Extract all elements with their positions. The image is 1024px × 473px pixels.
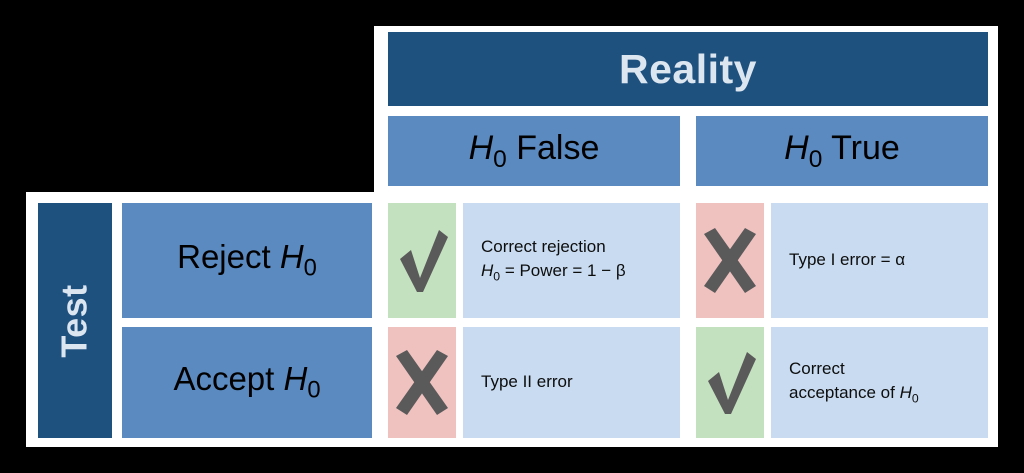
column-header-label: H0 False xyxy=(469,129,600,174)
row-header-subscript: 0 xyxy=(303,254,317,282)
cell-line-2-subscript: 0 xyxy=(911,391,919,406)
row-header-prefix: Reject xyxy=(177,238,280,276)
test-axis-header: Test xyxy=(38,203,112,438)
cell-correct-rejection: Correct rejection H0 = Power = 1 − β xyxy=(463,203,680,318)
cell-text: Type II error xyxy=(481,370,573,395)
cell-line-2-variable: H xyxy=(481,261,494,281)
column-header-label: H0 True xyxy=(784,129,900,174)
row-header-reject-h0: Reject H0 xyxy=(122,203,372,318)
row-header-variable: H xyxy=(283,360,308,398)
cell-text: Correct acceptance of H0 xyxy=(789,357,919,409)
column-header-variable: H xyxy=(468,128,494,167)
cell-type-ii-error: Type II error xyxy=(463,327,680,438)
column-header-suffix: True xyxy=(822,128,900,167)
cell-line-1: Type I error = α xyxy=(789,250,906,270)
cross-icon-panel-type-ii-error xyxy=(388,327,456,438)
cell-text: Type I error = α xyxy=(789,248,905,273)
cell-line-1: Correct xyxy=(789,358,845,378)
check-icon xyxy=(708,351,756,414)
column-header-variable: H xyxy=(784,128,809,167)
row-header-prefix: Accept xyxy=(173,360,284,398)
reality-axis-header: Reality xyxy=(388,32,988,106)
column-header-suffix: False xyxy=(506,128,600,167)
row-header-label: Accept H0 xyxy=(173,360,320,405)
row-header-accept-h0: Accept H0 xyxy=(122,327,372,438)
cell-type-i-error: Type I error = α xyxy=(771,203,988,318)
cell-line-2-prefix: acceptance of xyxy=(789,383,900,403)
cell-line-1: Type II error xyxy=(481,372,573,392)
cell-line-2-rest: = Power = 1 − β xyxy=(500,261,626,281)
cell-correct-acceptance: Correct acceptance of H0 xyxy=(771,327,988,438)
reality-axis-title: Reality xyxy=(619,45,757,92)
column-header-subscript: 0 xyxy=(808,145,823,173)
row-header-label: Reject H0 xyxy=(177,238,317,283)
cross-icon xyxy=(704,227,756,293)
cell-line-2-variable: H xyxy=(899,383,912,403)
check-icon xyxy=(400,229,448,292)
cell-line-1: Correct rejection xyxy=(481,236,606,256)
column-header-subscript: 0 xyxy=(493,145,507,173)
test-axis-title: Test xyxy=(53,283,95,358)
cell-text: Correct rejection H0 = Power = 1 − β xyxy=(481,235,626,287)
row-header-variable: H xyxy=(279,238,304,276)
check-icon-panel-correct-rejection xyxy=(388,203,456,318)
cross-icon xyxy=(396,349,448,415)
column-header-h0-true: H0 True xyxy=(696,116,988,186)
column-header-h0-false: H0 False xyxy=(388,116,680,186)
check-icon-panel-correct-acceptance xyxy=(696,327,764,438)
cross-icon-panel-type-i-error xyxy=(696,203,764,318)
cell-line-2-subscript: 0 xyxy=(493,269,501,284)
row-header-subscript: 0 xyxy=(307,376,321,404)
